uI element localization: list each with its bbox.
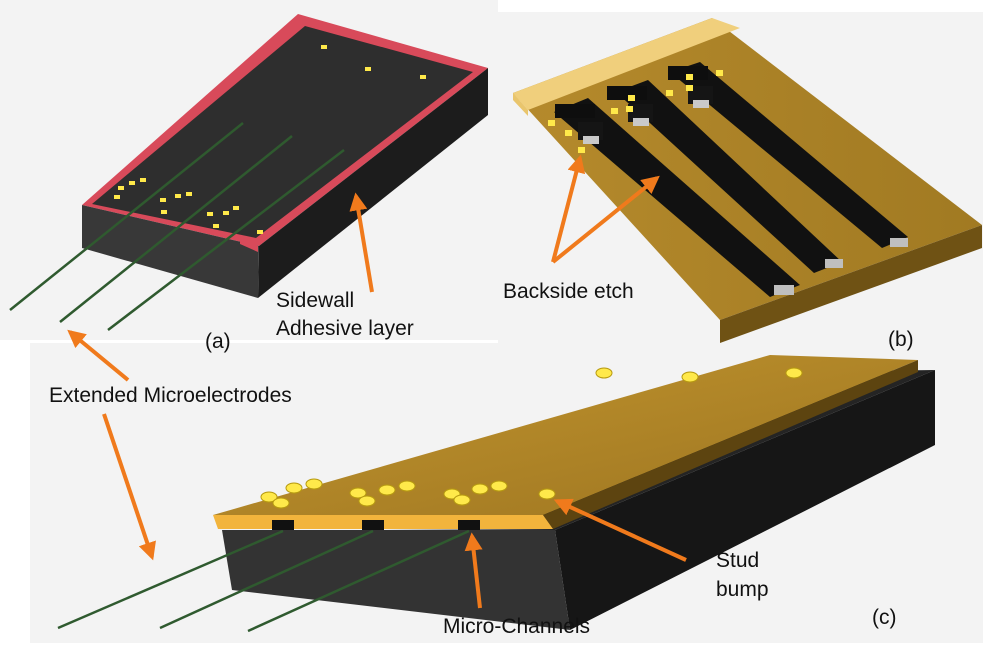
bump-label: bump <box>716 578 769 601</box>
panel-b-label: (b) <box>888 328 914 351</box>
sidewall-label: Sidewall <box>276 289 355 312</box>
panel-c-chip <box>213 355 935 630</box>
panel-a-chip <box>82 14 488 298</box>
arrow-stud-bump <box>553 498 687 562</box>
panel-c-electrodes <box>57 529 470 633</box>
arrow-electrodes-up <box>67 329 130 382</box>
panel-a-electrodes <box>9 122 345 331</box>
micro-channels-label: Micro-Channels <box>443 615 591 638</box>
backside-etch-label: Backside etch <box>503 280 634 303</box>
arrow-electrodes-down <box>102 413 156 561</box>
panel-b-chip <box>513 18 982 343</box>
arrow-micro-channels <box>464 532 483 609</box>
arrow-backside-etch-1 <box>551 154 586 263</box>
arrow-backside-etch-2 <box>551 175 660 264</box>
panel-a-label: (a) <box>205 330 231 353</box>
stud-label: Stud <box>716 549 760 572</box>
adhesive-layer-label: Adhesive layer <box>276 317 414 340</box>
extended-microelectrodes-label: Extended Microelectrodes <box>49 384 292 407</box>
panel-c-label: (c) <box>872 606 897 629</box>
annotation-arrows <box>67 154 687 609</box>
arrow-sidewall <box>349 192 374 293</box>
